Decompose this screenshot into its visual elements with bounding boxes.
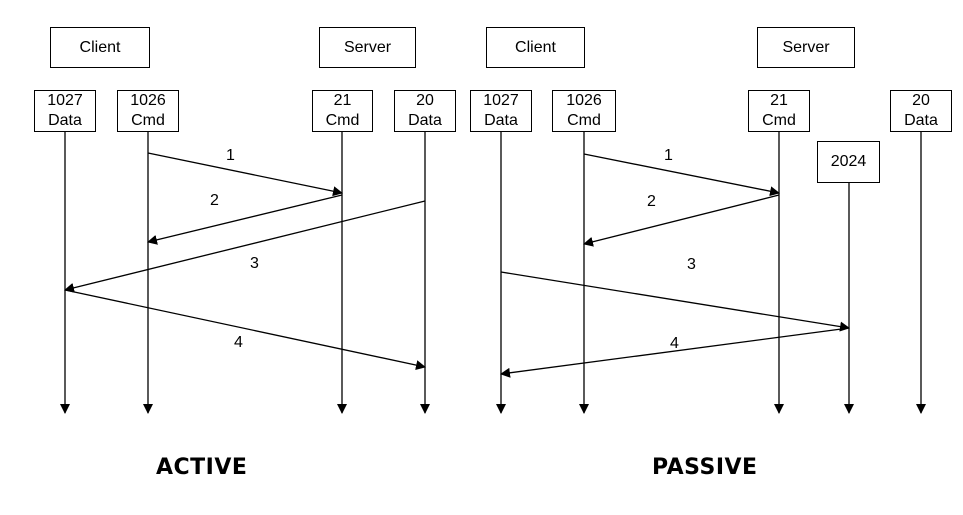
port-number: 21 (333, 92, 352, 109)
active-client-header: Client (50, 27, 150, 68)
passive-message-1-arrow (583, 153, 780, 197)
port-kind: Cmd (762, 112, 796, 129)
passive-port-client-data: 1027 Data (470, 90, 532, 132)
passive-port-server-data: 20 Data (890, 90, 952, 132)
passive-message-4-arrow (500, 327, 850, 378)
active-caption: ACTIVE (156, 455, 248, 480)
port-kind: Data (408, 112, 442, 129)
active-message-3-arrow (64, 200, 426, 293)
passive-caption: PASSIVE (652, 455, 758, 480)
passive-message-2-label: 2 (647, 193, 656, 210)
passive-port-server-cmd: 21 Cmd (748, 90, 810, 132)
active-message-2-label: 2 (210, 192, 219, 209)
passive-message-3-label: 3 (687, 256, 696, 273)
port-number: 20 (912, 92, 930, 109)
port-number: 1026 (566, 92, 602, 109)
active-port-server-data: 20 Data (394, 90, 456, 132)
active-message-4-label: 4 (234, 334, 243, 351)
active-message-4-arrow (64, 289, 426, 371)
active-message-3-label: 3 (250, 255, 259, 272)
passive-client-label: Client (515, 38, 556, 56)
port-number: 2024 (830, 153, 867, 170)
active-server-header: Server (319, 27, 416, 68)
port-kind: Cmd (131, 112, 165, 129)
port-kind: Cmd (325, 112, 360, 129)
port-number: 1027 (483, 92, 519, 109)
active-message-1-arrow (147, 152, 343, 197)
port-kind: Data (48, 112, 82, 129)
active-client-label: Client (79, 38, 121, 56)
port-number: 1026 (130, 92, 166, 109)
port-number: 21 (770, 92, 788, 109)
passive-message-4-label: 4 (670, 335, 679, 352)
passive-message-3-arrow (500, 271, 850, 332)
active-port-server-cmd: 21 Cmd (312, 90, 373, 132)
port-number: 20 (416, 92, 434, 109)
passive-client-header: Client (486, 27, 585, 68)
port-kind: Cmd (567, 112, 601, 129)
passive-message-1-label: 1 (664, 147, 673, 164)
port-kind: Data (904, 112, 938, 129)
passive-server-header: Server (757, 27, 855, 68)
port-number: 1027 (47, 92, 83, 109)
passive-server-label: Server (782, 38, 830, 56)
active-server-label: Server (343, 38, 392, 56)
active-port-client-cmd: 1026 Cmd (117, 90, 179, 132)
passive-port-client-cmd: 1026 Cmd (552, 90, 616, 132)
port-kind: Data (484, 112, 518, 129)
active-message-2-arrow (147, 194, 343, 245)
passive-message-2-arrow (583, 194, 780, 247)
passive-port-server-2024: 2024 (817, 141, 880, 183)
active-message-1-label: 1 (226, 147, 235, 164)
active-port-client-data: 1027 Data (34, 90, 96, 132)
